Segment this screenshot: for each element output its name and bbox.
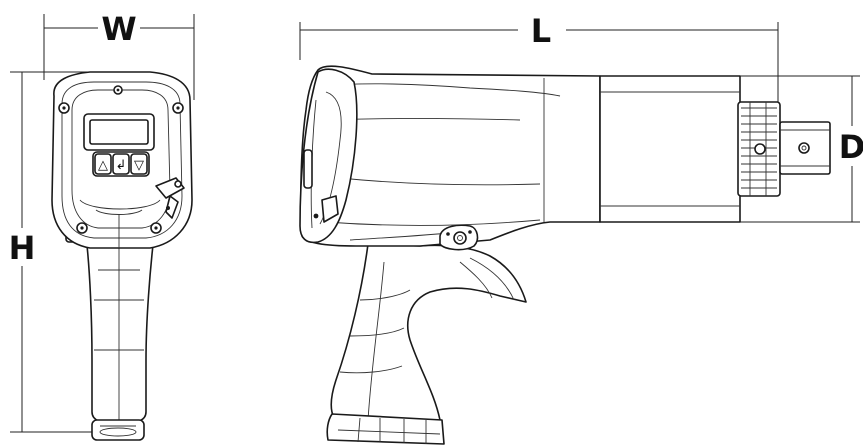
enter-icon: ↲ [116,158,127,173]
width-dimension: W [43,10,195,100]
front-view: W H [9,10,195,441]
height-dimension: H [9,71,110,433]
motor-body [300,65,601,247]
gear-head [599,75,741,223]
enter-key [112,153,130,175]
up-arrow-icon: △ [98,158,108,173]
side-view: L D [299,12,863,445]
display-screen [89,119,149,145]
length-label: L [531,12,551,50]
down-arrow-icon: ▽ [134,158,144,173]
drive-dimension: D [740,75,863,223]
front-screws [58,85,184,234]
width-label: W [101,10,136,48]
front-handle-base [91,419,145,441]
knurled-ring [737,101,781,197]
trigger-screws [439,224,479,251]
height-label: H [9,229,36,267]
rear-cap [299,68,358,244]
front-handle [85,235,155,425]
length-dimension: L [299,12,779,110]
grip-base [326,413,445,445]
square-drive [779,121,831,175]
drive-label: D [839,128,863,166]
pistol-grip [330,243,527,437]
keypad: △ ↲ ▽ [92,151,150,177]
down-key [130,153,148,175]
side-lever [155,177,185,219]
up-key [94,153,112,175]
